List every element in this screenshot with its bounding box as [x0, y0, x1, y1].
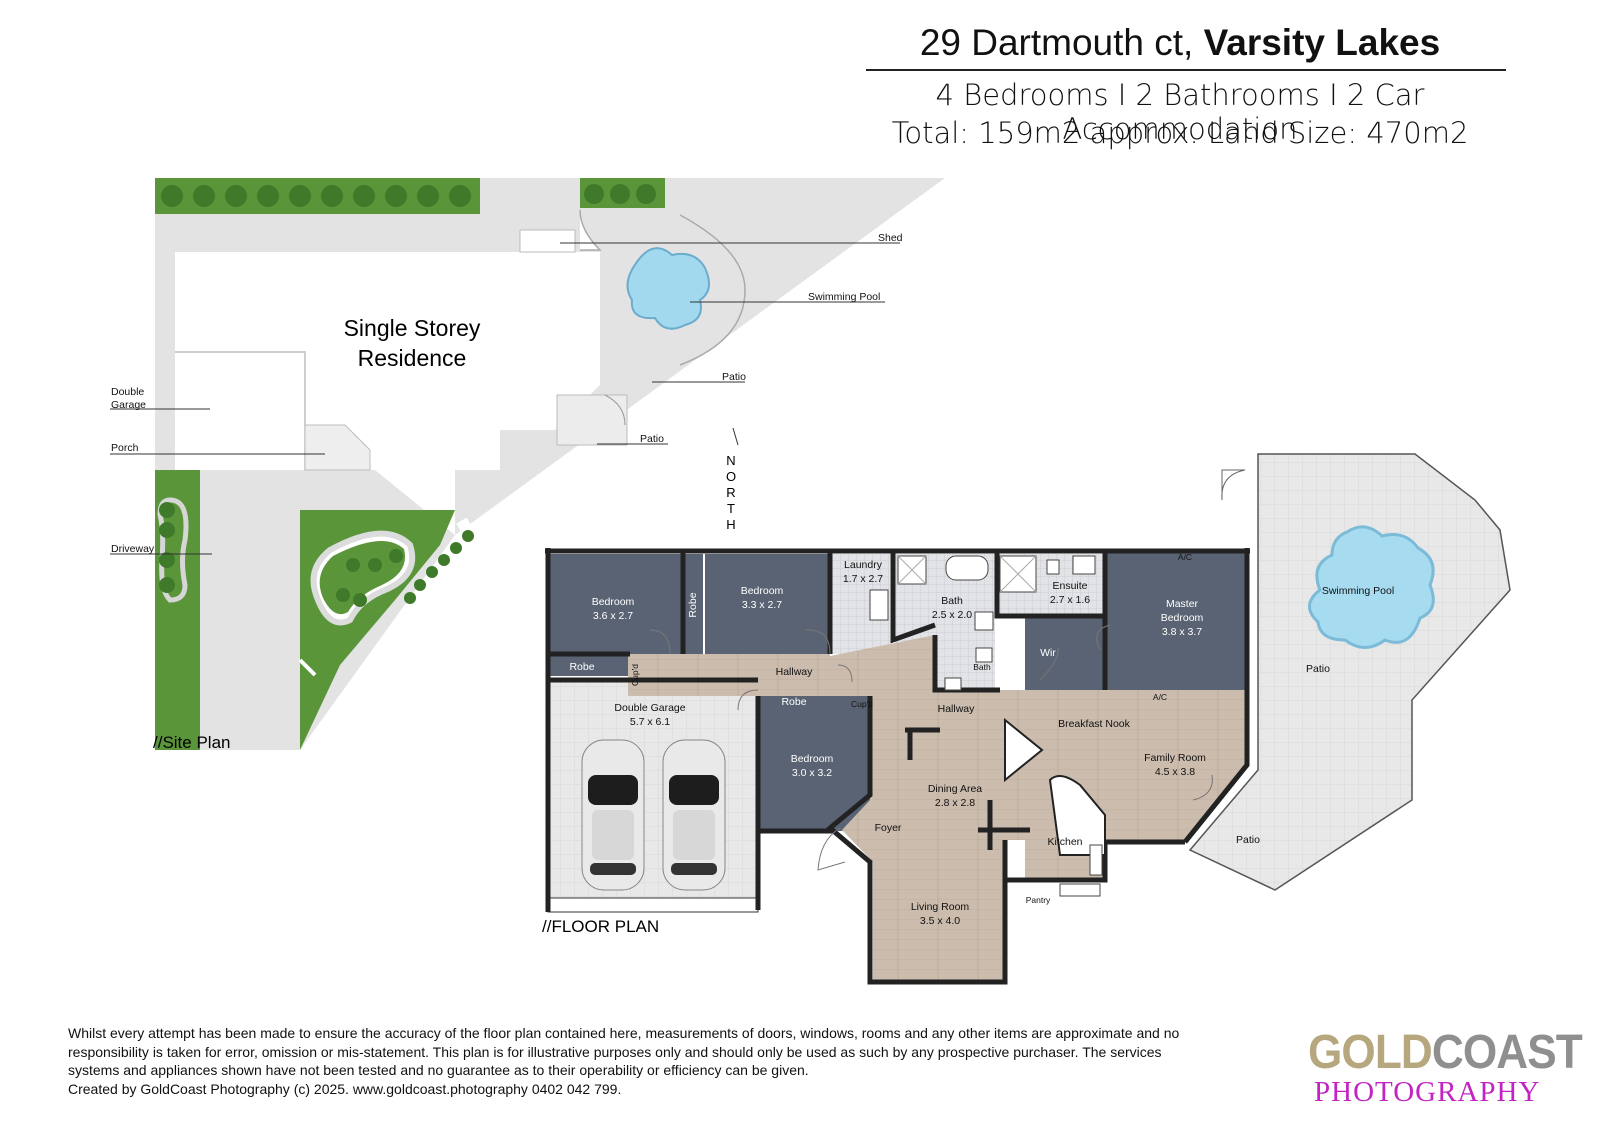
foyer-label: Foyer: [875, 822, 902, 834]
robe-1-label: Robe: [569, 661, 594, 673]
garage-label-1: Double: [111, 386, 144, 398]
living-floor: [628, 635, 1247, 980]
cupd-1-label: Cup'd: [630, 664, 640, 686]
ac-label-1: A/C: [1178, 552, 1192, 562]
shrubs-top: [161, 185, 471, 207]
shed: [519, 229, 576, 253]
laundry-size: 1.7 x 2.7: [843, 573, 883, 585]
pantry-label: Pantry: [1026, 895, 1051, 905]
living-name: Living Room: [911, 901, 970, 913]
address-text: 29 Dartmouth ct,: [919, 22, 1204, 63]
wir-label: Wir: [1040, 647, 1056, 659]
bedroom-2: [705, 554, 830, 654]
hallway-1-label: Hallway: [776, 666, 814, 678]
driveway-label: Driveway: [111, 543, 155, 555]
living-size: 3.5 x 4.0: [920, 915, 960, 927]
wir: [1025, 616, 1105, 690]
site-pool: [626, 247, 710, 330]
porch-label: Porch: [111, 442, 139, 454]
master-size: 3.8 x 3.7: [1162, 626, 1202, 638]
site-patio-label-1: Patio: [722, 371, 746, 383]
site-plan: Single Storey Residence Shed Swimming Po…: [110, 178, 945, 752]
disclaimer-line: Created by GoldCoast Photography (c) 202…: [68, 1080, 622, 1097]
site-plan-title: //Site Plan: [153, 733, 231, 752]
page-title: 29 Dartmouth ct, Varsity Lakes: [860, 22, 1500, 64]
ensuite-size: 2.7 x 1.6: [1050, 594, 1090, 606]
master-bedroom: [1105, 552, 1247, 690]
logo-gold: GOLD: [1308, 1026, 1433, 1079]
disclaimer-line: Whilst every attempt has been made to en…: [68, 1025, 1180, 1041]
robe-2-label: Robe: [687, 592, 699, 617]
hallway-2-label: Hallway: [938, 703, 976, 715]
bedroom-1: [548, 554, 683, 654]
north-letter: O: [726, 469, 736, 484]
bath-name: Bath: [941, 595, 963, 607]
kitchen-label: Kitchen: [1047, 836, 1082, 848]
disclaimer-line: responsibility is taken for error, omiss…: [68, 1043, 1162, 1060]
family-name: Family Room: [1144, 752, 1206, 764]
residence-footprint: [175, 252, 600, 535]
north-letter: R: [726, 485, 735, 500]
shed-label: Shed: [878, 232, 903, 244]
bedroom-3-name: Bedroom: [791, 753, 834, 765]
patio-label-1: Patio: [1306, 663, 1330, 675]
nook-label: Breakfast Nook: [1058, 718, 1131, 730]
north-letter: N: [726, 453, 735, 468]
pool: [1308, 525, 1435, 649]
summary-line-2: Total: 159m2 approx. Land Size: 470m2: [891, 116, 1469, 150]
suburb-text: Varsity Lakes: [1203, 22, 1441, 63]
north-letter: T: [727, 501, 735, 516]
north-letter: H: [726, 517, 735, 532]
robe-3-label: Robe: [781, 696, 806, 708]
bedroom-3-size: 3.0 x 3.2: [792, 767, 832, 779]
pool-label: Swimming Pool: [1322, 585, 1394, 597]
bedroom-1-name: Bedroom: [592, 596, 635, 608]
site-patio-label-2: Patio: [640, 433, 664, 445]
walls: [545, 548, 1250, 985]
title-rule: [866, 69, 1506, 71]
patio-label-2: Patio: [1236, 834, 1260, 846]
master-name-1: Master: [1166, 598, 1199, 610]
cars: [581, 739, 726, 891]
door-swings: [649, 624, 1213, 871]
logo-photography: PHOTOGRAPHY: [1314, 1076, 1541, 1108]
fixtures: [869, 555, 1103, 897]
family-size: 4.5 x 3.8: [1155, 766, 1195, 778]
residence-label-2: Residence: [358, 345, 467, 371]
bedroom-2-name: Bedroom: [741, 585, 784, 597]
disclaimer: Whilst every attempt has been made to en…: [68, 1024, 1288, 1098]
garage-name: Double Garage: [614, 702, 685, 714]
dining-name: Dining Area: [928, 783, 982, 795]
garage-size: 5.7 x 6.1: [630, 716, 670, 728]
garage-floor: [548, 680, 758, 912]
summary-line-1: 4 Bedrooms I 2 Bathrooms I 2 Car Accommo…: [935, 78, 1425, 146]
ensuite-name: Ensuite: [1052, 580, 1087, 592]
master-name-2: Bedroom: [1161, 612, 1204, 624]
floor-plan: Bedroom 3.6 x 2.7 Bedroom 3.3 x 2.7 Mast…: [542, 453, 1511, 985]
logo-wordmark: GOLDCOAST: [1308, 1025, 1583, 1080]
dining-size: 2.8 x 2.8: [935, 797, 975, 809]
ac-label-2: A/C: [1153, 692, 1167, 702]
bedroom-2-size: 3.3 x 2.7: [742, 599, 782, 611]
disclaimer-line: systems and appliances shown have not be…: [68, 1062, 809, 1078]
cupd-2-label: Cup'd: [851, 699, 873, 709]
bath-size: 2.5 x 2.0: [932, 609, 972, 621]
laundry-name: Laundry: [844, 559, 883, 571]
north-indicator: N O R T H: [726, 453, 736, 532]
floor-plan-title: //FLOOR PLAN: [542, 917, 659, 936]
bath-small-label: Bath: [973, 662, 991, 672]
logo-coast: COAST: [1431, 1026, 1583, 1079]
residence-label-1: Single Storey: [344, 315, 481, 341]
garage-label-2: Garage: [111, 399, 146, 411]
site-pool-label: Swimming Pool: [808, 291, 880, 303]
bedroom-1-size: 3.6 x 2.7: [593, 610, 633, 622]
